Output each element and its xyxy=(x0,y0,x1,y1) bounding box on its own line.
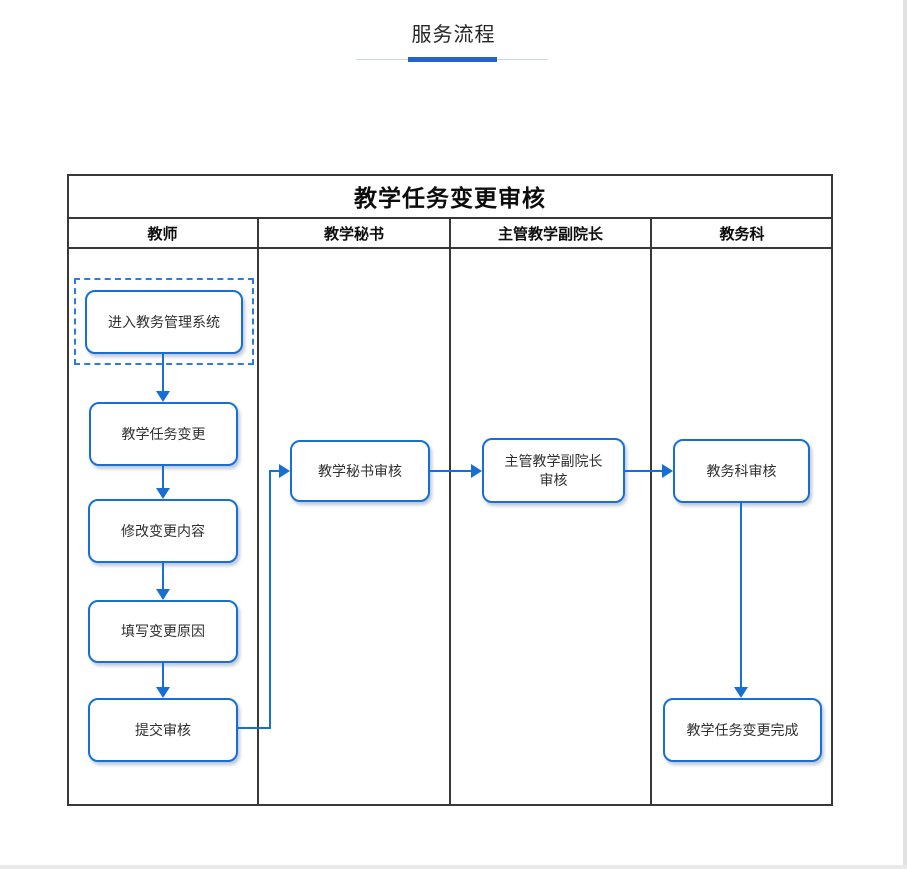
arrowhead-down-icon xyxy=(734,687,748,698)
connector-line xyxy=(269,470,271,729)
arrowhead-down-icon xyxy=(156,687,170,698)
arrowhead-down-icon xyxy=(156,391,170,402)
arrowhead-right-icon xyxy=(471,464,482,478)
node-task-change: 教学任务变更 xyxy=(89,402,238,466)
connector-line xyxy=(162,563,164,590)
arrowhead-down-icon xyxy=(156,589,170,600)
arrowhead-down-icon xyxy=(156,488,170,499)
lane-header-secretary: 教学秘书 xyxy=(258,219,450,249)
arrowhead-right-icon xyxy=(279,464,290,478)
node-fill-reason: 填写变更原因 xyxy=(88,600,238,663)
start-group-dashed-box xyxy=(74,278,254,365)
lane-header-vice-dean: 主管教学副院长 xyxy=(450,219,651,249)
connector-line xyxy=(162,354,164,392)
connector-line xyxy=(269,470,280,472)
node-secretary-review: 教学秘书审核 xyxy=(290,440,430,502)
lane-divider xyxy=(449,219,451,806)
lane-header-teacher: 教师 xyxy=(67,219,258,249)
page-header: 服务流程 xyxy=(0,0,907,47)
node-academic-office-review: 教务科审核 xyxy=(673,439,810,503)
node-enter-system: 进入教务管理系统 xyxy=(85,290,243,354)
connector-line xyxy=(740,503,742,688)
arrowhead-right-icon xyxy=(662,464,673,478)
node-modify-content: 修改变更内容 xyxy=(88,499,238,563)
title-underline-accent xyxy=(408,57,497,62)
lane-divider xyxy=(257,219,259,806)
node-submit-review: 提交审核 xyxy=(88,698,238,762)
lane-divider xyxy=(650,219,652,806)
horizontal-scrollbar[interactable] xyxy=(0,865,907,869)
connector-line xyxy=(430,470,472,472)
node-change-complete: 教学任务变更完成 xyxy=(663,698,822,762)
connector-line xyxy=(162,663,164,688)
connector-line xyxy=(238,727,271,729)
connector-line xyxy=(625,470,663,472)
lane-header-office: 教务科 xyxy=(651,219,833,249)
node-vice-dean-review: 主管教学副院长 审核 xyxy=(482,438,625,503)
page-title: 服务流程 xyxy=(411,24,496,46)
connector-line xyxy=(162,466,164,489)
title-underline xyxy=(356,57,548,62)
vertical-scrollbar[interactable] xyxy=(903,0,907,869)
flowchart-title: 教学任务变更审核 xyxy=(67,174,833,219)
